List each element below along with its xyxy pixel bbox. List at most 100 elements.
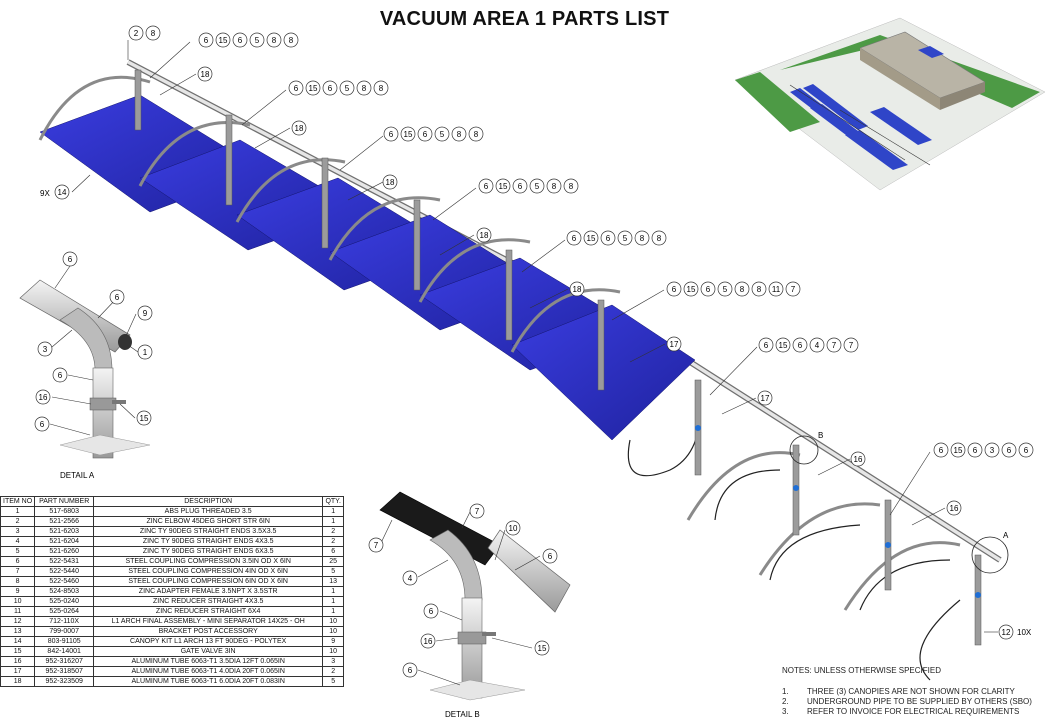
callout-bubble: 7 xyxy=(785,281,801,297)
callout-bubble-circle xyxy=(382,174,398,190)
callout-bubble-circle xyxy=(136,410,152,426)
callout-bubble-label: 5 xyxy=(440,130,445,139)
callout-bubble: 16 xyxy=(850,451,866,467)
callout-bubble-label: 8 xyxy=(151,29,156,38)
callout-bubble-circle xyxy=(128,25,144,41)
callout-bubble: 8 xyxy=(283,32,299,48)
callout-bubble-circle xyxy=(998,624,1014,640)
callout-bubble-circle xyxy=(451,126,467,142)
callout-bubble: 6 xyxy=(666,281,682,297)
callout-bubble: 18 xyxy=(291,120,307,136)
callout-bubble: 17 xyxy=(666,336,682,352)
callout-bubble-label: 8 xyxy=(289,36,294,45)
callout-bubble-label: 6 xyxy=(798,341,803,350)
callout-bubble-circle xyxy=(373,80,389,96)
callout-bubble-label: 6 xyxy=(40,420,45,429)
callout-bubble-label: 18 xyxy=(386,178,395,187)
detail-a-drawing xyxy=(19,279,151,459)
callout-bubble-label: 8 xyxy=(657,234,662,243)
callout-bubble-circle xyxy=(417,126,433,142)
callout-bubble-label: 8 xyxy=(272,36,277,45)
callout-bubble-label: 15 xyxy=(587,234,596,243)
callout-bubble: 6 xyxy=(933,442,949,458)
callout-bubble-label: 8 xyxy=(569,182,574,191)
item-no-cell: 7 xyxy=(0,566,36,577)
description-cell: STEEL COUPLING COMPRESSION 4IN OD X 6IN xyxy=(93,566,324,577)
callout-bubble: 6 xyxy=(52,367,68,383)
callout-bubble-label: 6 xyxy=(328,84,333,93)
callout-bubble: 15 xyxy=(683,281,699,297)
callout-bubble: 15 xyxy=(400,126,416,142)
callout-bubble: 15 xyxy=(775,337,791,353)
callout-bubble-label: 3 xyxy=(990,446,995,455)
callout-bubble-label: 5 xyxy=(623,234,628,243)
callout-bubble-circle xyxy=(617,230,633,246)
callout-bubble: 15 xyxy=(215,32,231,48)
item-no-cell: 5 xyxy=(0,546,36,557)
callout-bubble: 10 xyxy=(505,520,521,536)
callout-bubble-label: 4 xyxy=(408,574,413,583)
part-number-cell: 521-6260 xyxy=(34,546,95,557)
callout-bubble-circle xyxy=(946,500,962,516)
callout-bubble-circle xyxy=(34,416,50,432)
callout-bubble-label: 6 xyxy=(68,255,73,264)
callout-bubble: 6 xyxy=(34,416,50,432)
callout-bubble-label: 6 xyxy=(548,552,553,561)
callout-bubble-circle xyxy=(145,25,161,41)
callout-bubble-label: 18 xyxy=(480,231,489,240)
callout-bubble-label: 6 xyxy=(294,84,299,93)
header-part-number: PART NUMBER xyxy=(34,496,95,507)
callout-bubble-label: 7 xyxy=(832,341,837,350)
description-cell: CANOPY KIT L1 ARCH 13 FT 90DEG - POLYTEX xyxy=(93,636,324,647)
parts-table-header-row: ITEM NO PART NUMBER DESCRIPTION QTY. xyxy=(0,496,345,507)
header-description: DESCRIPTION xyxy=(93,496,324,507)
description-cell: ZINC REDUCER STRAIGHT 4X3.5 xyxy=(93,596,324,607)
callout-bubble-circle xyxy=(634,230,650,246)
callout-bubble: 5 xyxy=(434,126,450,142)
callout-bubble: 6 xyxy=(417,126,433,142)
callout-bubble-circle xyxy=(197,66,213,82)
detail-a-callout-circle xyxy=(971,536,1009,574)
qty-cell: 10 xyxy=(322,616,345,627)
item-no-cell: 16 xyxy=(0,656,36,667)
part-number-cell: 842-14001 xyxy=(34,646,95,657)
callout-bubble: 15 xyxy=(583,230,599,246)
callout-bubble: 18 xyxy=(197,66,213,82)
callout-bubble-circle xyxy=(600,230,616,246)
callout-bubble-label: 6 xyxy=(572,234,577,243)
description-cell: ZINC REDUCER STRAIGHT 6X4 xyxy=(93,606,324,617)
callout-bubble-label: 6 xyxy=(518,182,523,191)
callout-bubble-circle xyxy=(933,442,949,458)
callout-bubble-label: 16 xyxy=(39,393,48,402)
note-item: 1.THREE (3) CANOPIES ARE NOT SHOWN FOR C… xyxy=(782,687,1047,697)
description-cell: ALUMINUM TUBE 6063-T1 4.0DIA 20FT 0.065I… xyxy=(93,666,324,677)
callout-bubble: 8 xyxy=(451,126,467,142)
callout-bubble-label: 15 xyxy=(779,341,788,350)
qty-cell: 10 xyxy=(322,626,345,637)
callout-bubble-circle xyxy=(768,281,784,297)
callout-bubble: 5 xyxy=(529,178,545,194)
callout-bubble-label: 1 xyxy=(143,348,148,357)
callout-bubble-label: 17 xyxy=(761,394,770,403)
item-no-cell: 15 xyxy=(0,646,36,657)
callout-bubble-circle xyxy=(751,281,767,297)
callout-bubble: 15 xyxy=(534,640,550,656)
qty-cell: 10 xyxy=(322,646,345,657)
callout-bubble: 8 xyxy=(634,230,650,246)
detail-a-label: DETAIL A xyxy=(60,471,95,480)
qty-cell: 1 xyxy=(322,506,345,517)
callout-bubble-label: 6 xyxy=(1007,446,1012,455)
callout-bubble-label: 16 xyxy=(424,637,433,646)
callout-bubble-label: 8 xyxy=(457,130,462,139)
callout-bubble: 14 xyxy=(54,184,70,200)
description-cell: GATE VALVE 3IN xyxy=(93,646,324,657)
callout-bubble-label: 14 xyxy=(58,188,67,197)
description-cell: ALUMINUM TUBE 6063-T1 6.0DIA 20FT 0.083I… xyxy=(93,676,324,687)
